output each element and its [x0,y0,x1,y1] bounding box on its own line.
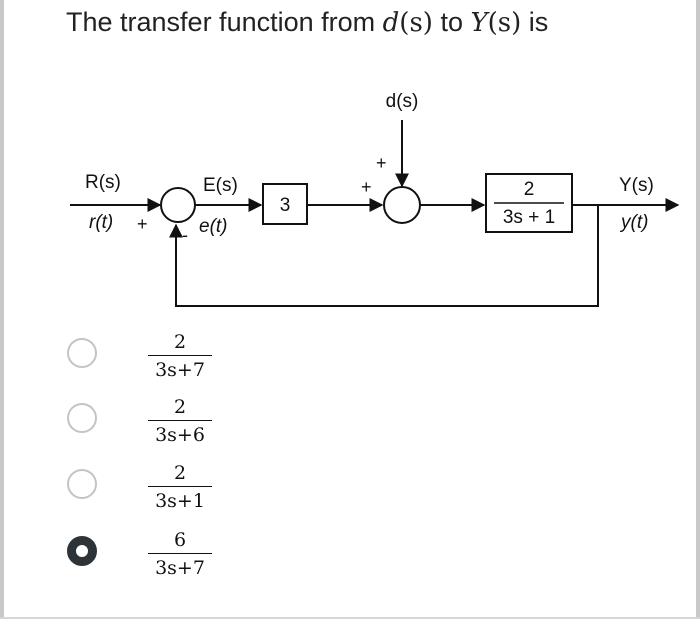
question-var-d: d [382,8,400,38]
sum1-minus-sign: - [182,225,188,245]
answer-2-numerator: 2 [173,396,187,418]
output-time-label: y(t) [619,212,648,233]
plant-denominator: 3s + 1 [503,207,555,228]
answer-1-denominator: 3s+7 [155,359,205,381]
controller-gain: 3 [280,195,291,216]
sum2-top-sign: + [376,153,387,173]
sum2-left-sign: + [361,177,372,197]
summing-junction-1 [160,187,196,223]
question-prefix: The transfer function from [66,7,383,37]
answer-fraction-3: 2 3s+1 [148,461,212,513]
answer-option-4[interactable]: 6 3s+7 [62,528,262,584]
radio-button-4-selected[interactable] [67,536,97,566]
answer-option-3[interactable]: 2 3s+1 [62,461,262,517]
question-suffix: is [521,7,549,37]
answer-1-numerator: 2 [173,331,187,353]
answer-3-denominator: 3s+1 [155,490,205,512]
question-mid: to [432,7,471,37]
answer-option-1[interactable]: 2 3s+7 [62,330,262,386]
input-label: R(s) [85,172,121,193]
answer-3-fraction-bar [148,486,212,487]
question-text: The transfer function from d(s) to Y(s) … [66,2,548,43]
question-arg-y: (s) [487,8,522,38]
plant-numerator: 2 [524,179,535,200]
summing-junction-2 [383,186,421,224]
answer-option-2[interactable]: 2 3s+6 [62,395,262,451]
left-frame-border [0,0,4,619]
answer-3-numerator: 2 [173,462,187,484]
bottom-frame-border [0,617,700,619]
radio-button-3[interactable] [67,469,97,499]
answer-2-denominator: 3s+6 [155,424,205,446]
answer-4-fraction-bar [148,553,212,554]
error-time-label: e(t) [199,216,228,237]
question-arg-d: (s) [399,8,433,38]
feedback-line [169,205,599,307]
answer-fraction-1: 2 3s+7 [148,330,212,382]
answer-fraction-4: 6 3s+7 [148,528,212,580]
input-time-label: r(t) [89,212,113,233]
error-label: E(s) [203,175,238,196]
answer-4-denominator: 3s+7 [155,557,205,579]
right-frame-border [696,0,700,619]
answer-2-fraction-bar [148,420,212,421]
controller-block [262,183,308,225]
output-label: Y(s) [619,175,654,196]
radio-button-2[interactable] [67,403,97,433]
answer-fraction-2: 2 3s+6 [148,395,212,447]
block-diagram: R(s) r(t) + - E(s) e(t) 3 + d(s) + 2 3s … [70,91,680,307]
answer-4-numerator: 6 [173,529,187,551]
radio-button-1[interactable] [67,338,97,368]
sum1-plus-sign: + [137,214,148,234]
disturbance-label: d(s) [386,91,419,112]
answer-1-fraction-bar [148,355,212,356]
question-var-y: Y [470,8,488,38]
